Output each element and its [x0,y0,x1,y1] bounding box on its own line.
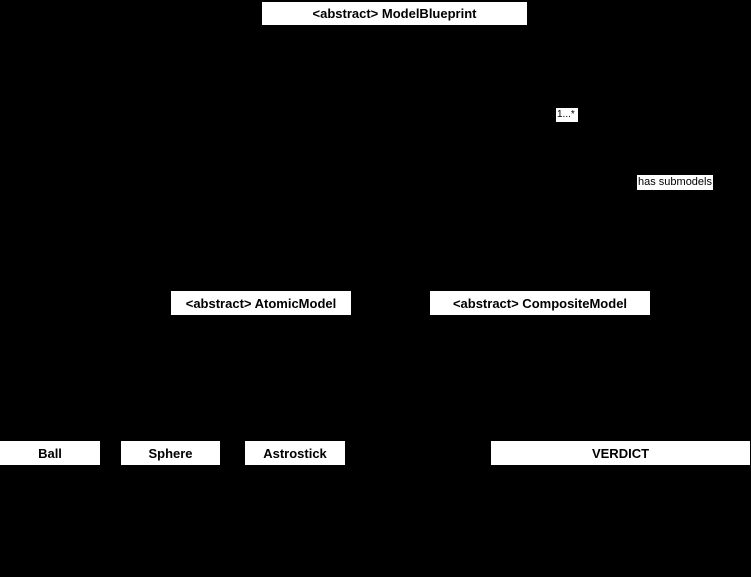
class-node-astrostick: Astrostick [245,441,345,465]
edge-label-multiplicity: 1...* [556,108,578,122]
edge-label-has-submodels: has submodels [637,175,713,190]
class-node-sphere: Sphere [121,441,220,465]
class-node-verdict: VERDICT [491,441,750,465]
class-node-atomicmodel: <abstract> AtomicModel [171,291,351,315]
class-node-ball: Ball [0,441,100,465]
class-node-modelblueprint: <abstract> ModelBlueprint [262,2,527,25]
class-node-compositemodel: <abstract> CompositeModel [430,291,650,315]
